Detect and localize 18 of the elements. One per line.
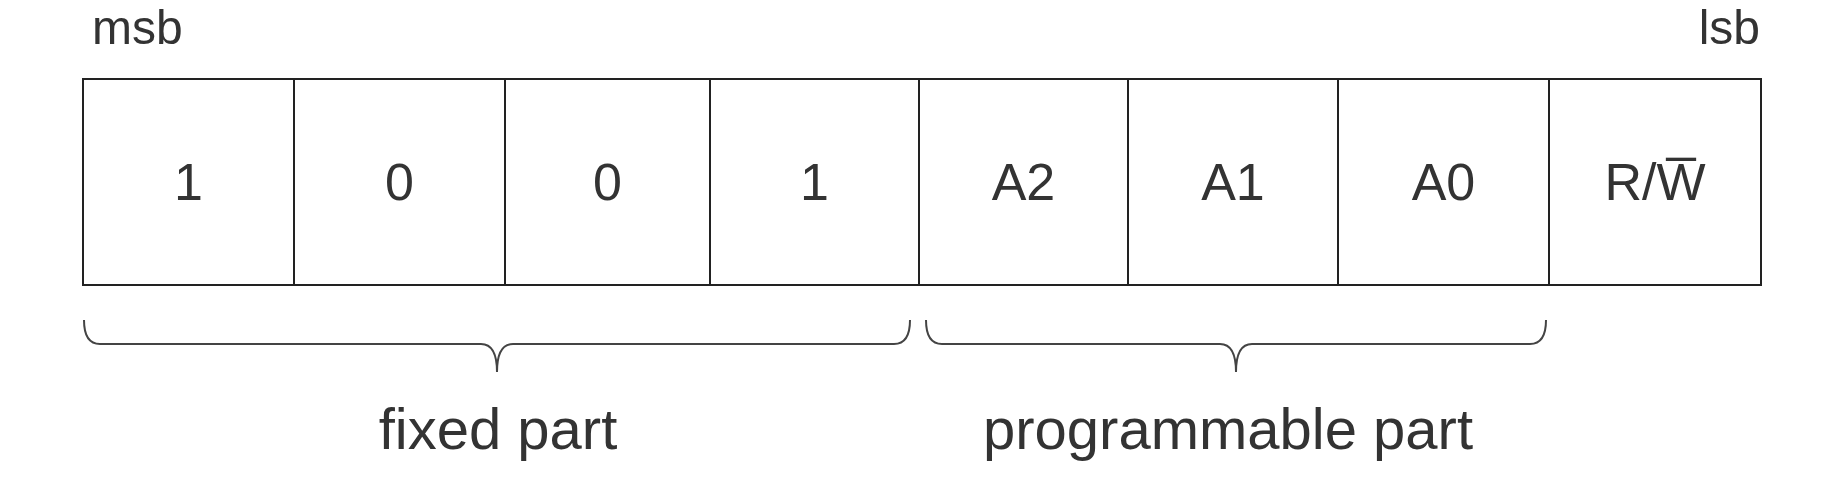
bit-cell bbox=[293, 78, 506, 286]
bit-value: A1 bbox=[1201, 152, 1265, 212]
bit-cell bbox=[1337, 78, 1550, 286]
bit-value: A2 bbox=[991, 152, 1056, 212]
bit-value: 0 bbox=[593, 152, 622, 212]
bit-cell bbox=[1548, 78, 1762, 286]
bit-cell bbox=[709, 78, 920, 286]
bit-value: R/W̅ bbox=[1604, 152, 1706, 212]
bit-cell bbox=[918, 78, 1129, 286]
bit-cell bbox=[82, 78, 295, 286]
bit-order-label: lsb bbox=[1698, 4, 1760, 52]
bit-value: 1 bbox=[174, 152, 203, 212]
bit-cell bbox=[1127, 78, 1339, 286]
bit-cell bbox=[504, 78, 711, 286]
bit-order-label: msb bbox=[92, 4, 183, 52]
bit-value: 1 bbox=[800, 152, 829, 212]
bit-value: 0 bbox=[385, 152, 414, 212]
bit-value: A0 bbox=[1411, 152, 1476, 212]
